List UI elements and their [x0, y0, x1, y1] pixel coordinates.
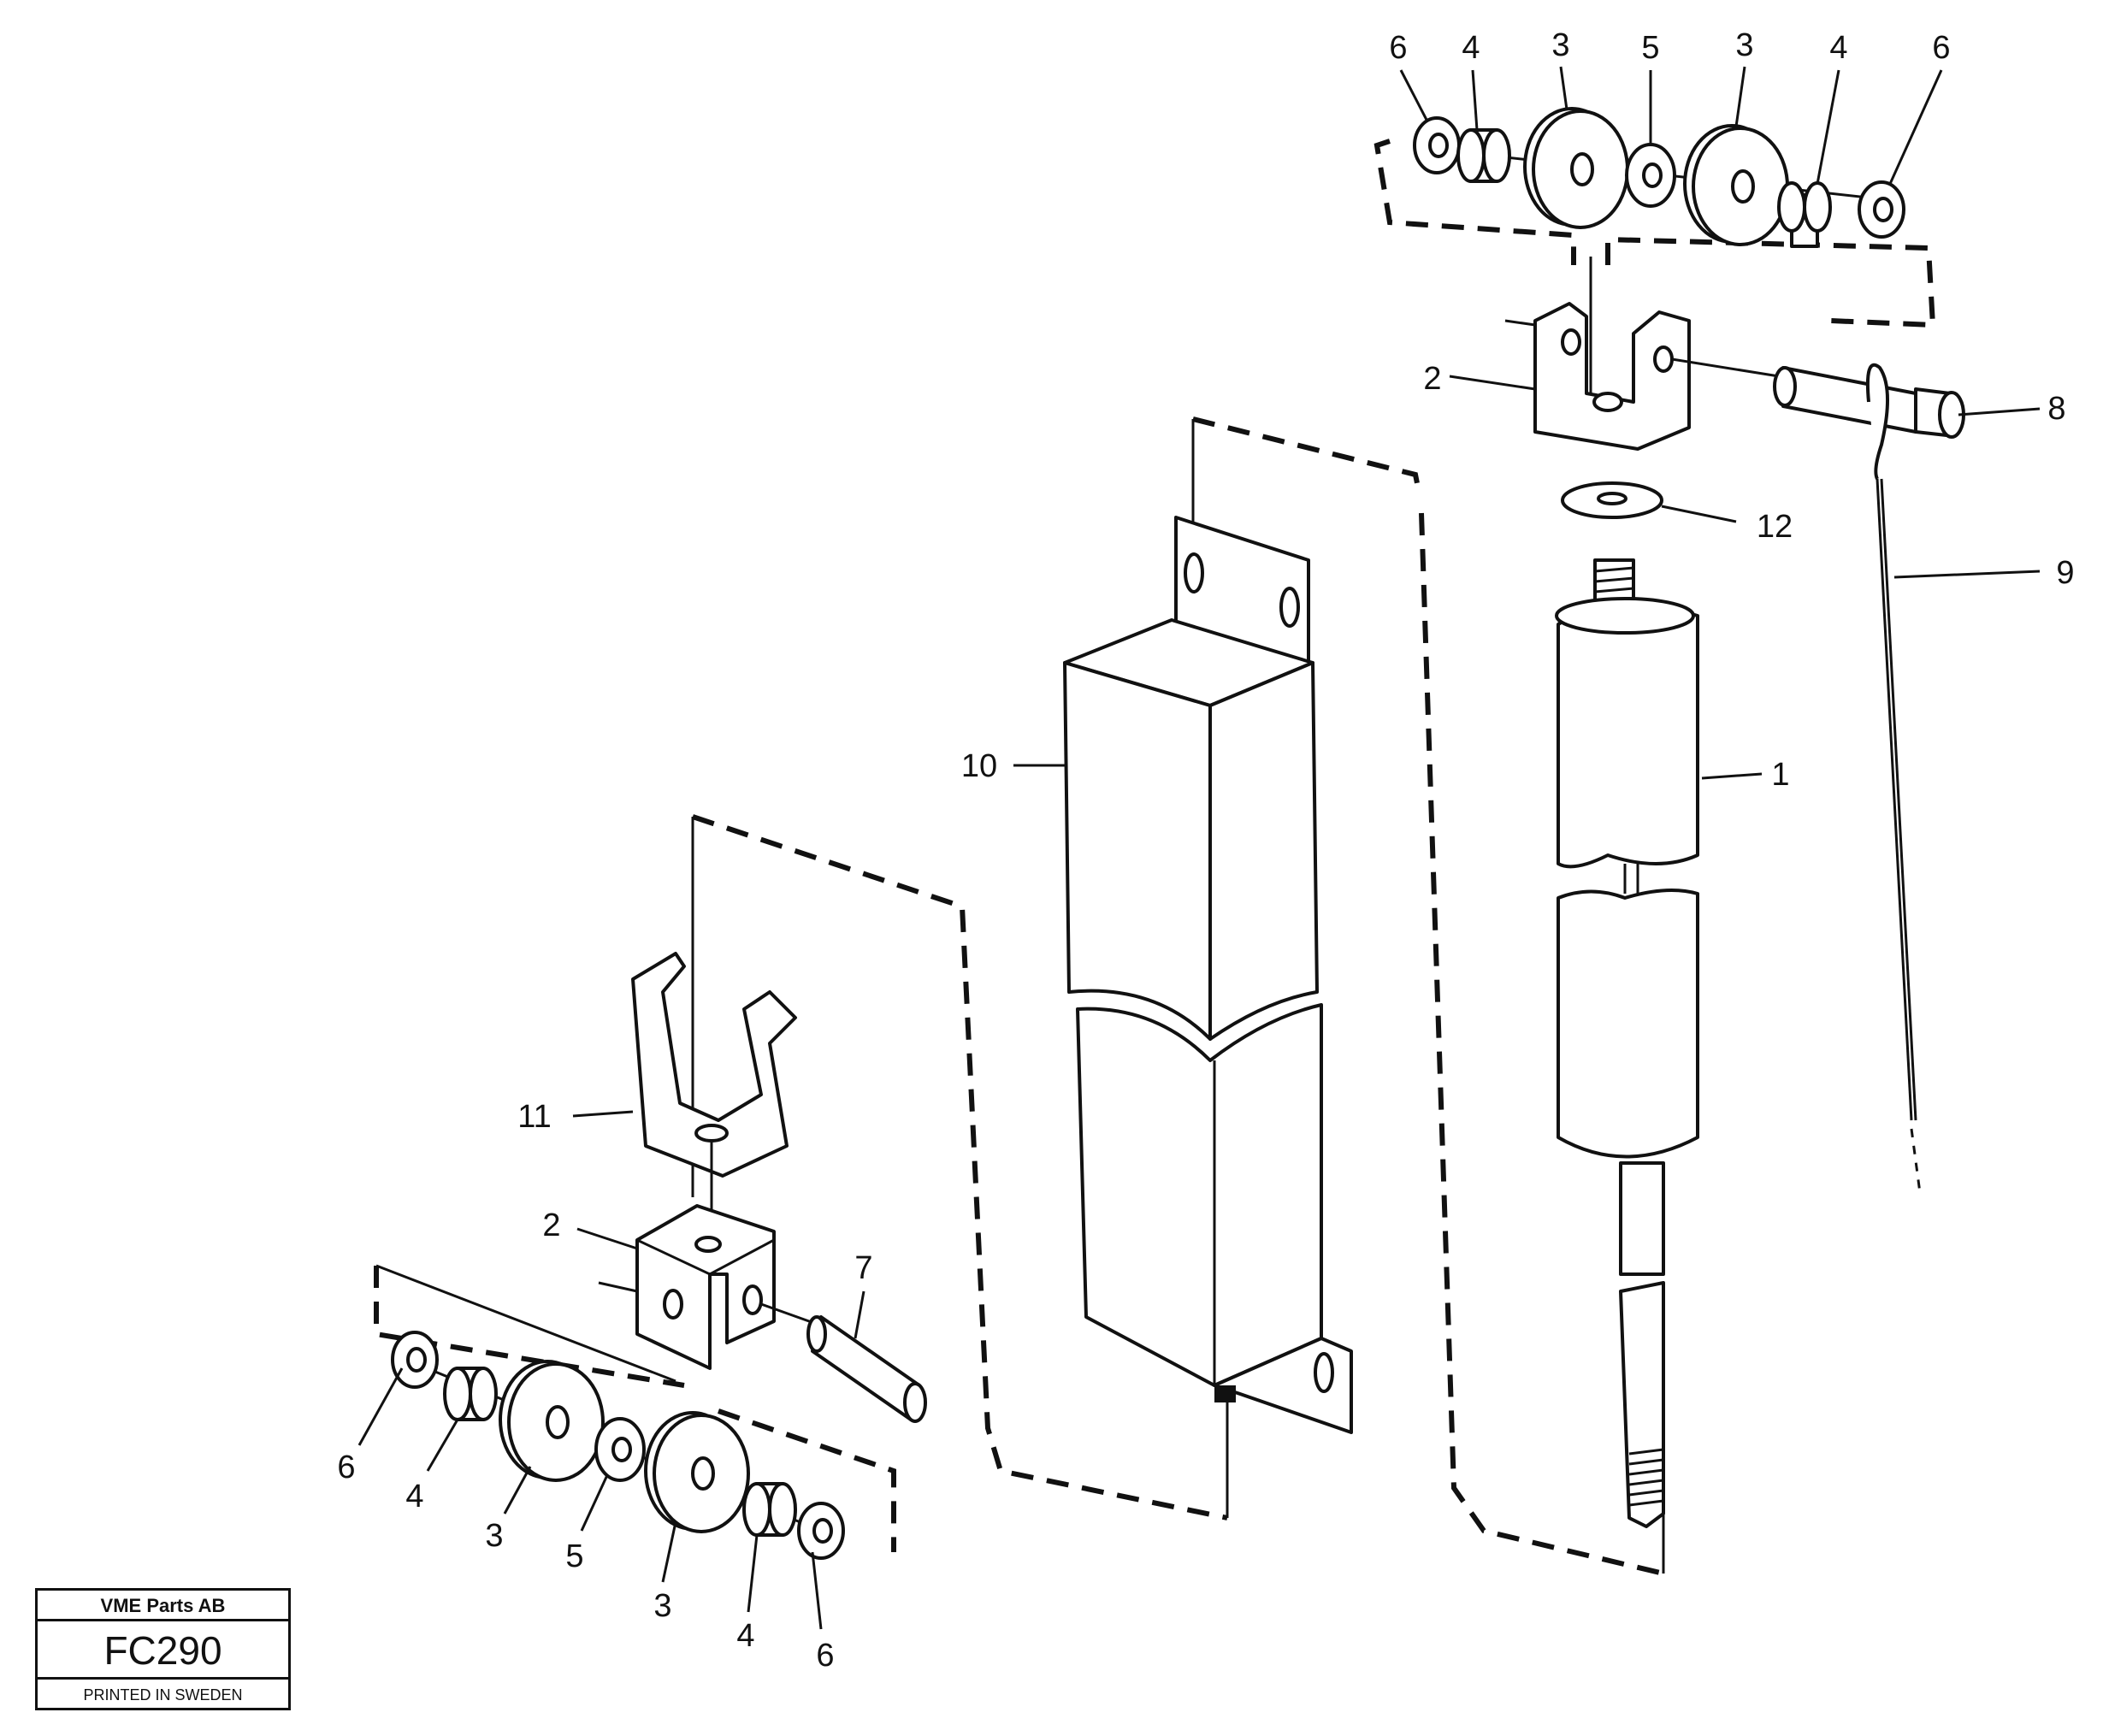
pulley-3-top-left	[1523, 107, 1629, 229]
callout-2-lower: 2	[542, 1208, 560, 1243]
title-block-code: FC290	[38, 1621, 288, 1680]
washer-6-lower-right	[797, 1502, 845, 1560]
washer-5-top	[1625, 143, 1676, 208]
callout-6-top-left: 6	[1389, 30, 1407, 66]
callout-5-lower: 5	[565, 1538, 583, 1574]
lower-pulley-stack	[391, 1331, 845, 1560]
callout-3-lower-left: 3	[485, 1518, 503, 1554]
callout-12: 12	[1757, 509, 1793, 545]
callout-4-top-left: 4	[1462, 30, 1480, 66]
callout-4-lower-left: 4	[405, 1479, 423, 1515]
callout-4-top-right: 4	[1829, 30, 1847, 66]
pin-8	[1671, 357, 1965, 439]
bushing-4-lower-right	[742, 1482, 797, 1537]
title-block: VME Parts AB FC290 PRINTED IN SWEDEN	[35, 1588, 291, 1710]
lower-bracket-2	[598, 1204, 776, 1370]
callout-7: 7	[854, 1250, 872, 1286]
callout-4-lower-right: 4	[736, 1618, 754, 1654]
pulley-3-top-right	[1683, 124, 1789, 246]
callout-6-lower-right: 6	[816, 1638, 834, 1674]
washer-5-lower	[594, 1417, 646, 1482]
callout-5-top: 5	[1641, 30, 1659, 66]
callout-6-top-right: 6	[1932, 30, 1950, 66]
pin-7	[760, 1302, 927, 1423]
wire-loop-9	[1865, 363, 1922, 1194]
top-bracket-2	[1504, 302, 1691, 451]
bushing-4-lower-left	[443, 1367, 498, 1421]
pulley-3-lower-left	[499, 1360, 605, 1482]
callout-11: 11	[517, 1099, 551, 1135]
bushing-4-top-left	[1456, 128, 1511, 183]
washer-6-top-right	[1858, 180, 1905, 239]
tube-10	[1063, 516, 1353, 1434]
leader-lines	[357, 66, 2041, 1630]
u-clip-11	[631, 952, 797, 1214]
callout-3-lower-right: 3	[653, 1588, 671, 1624]
top-pulley-stack	[1413, 107, 1905, 248]
callout-2-top: 2	[1423, 361, 1441, 397]
washer-12	[1561, 481, 1663, 519]
title-block-note: PRINTED IN SWEDEN	[83, 1686, 243, 1704]
cylinder-1	[1555, 558, 1699, 1528]
bushing-4-top-right	[1777, 181, 1832, 248]
pulley-3-lower-right	[644, 1411, 750, 1533]
title-block-company: VME Parts AB	[38, 1591, 288, 1621]
washer-6-lower-left	[391, 1331, 439, 1389]
callout-numbers: 6 4 3 5 3 4 6 2 8 12 9 1 10 11 2 7 6 4 3…	[337, 27, 2074, 1674]
assembly-outline-lower-pulleys	[374, 1264, 896, 1552]
washer-6-top-left	[1413, 116, 1461, 174]
callout-3-top-left: 3	[1551, 27, 1569, 63]
assembly-outline-top-pulleys	[1373, 139, 1936, 393]
callout-1: 1	[1771, 757, 1789, 793]
callout-9: 9	[2056, 555, 2074, 591]
callout-8: 8	[2047, 391, 2065, 427]
callout-6-lower-left: 6	[337, 1450, 355, 1485]
callout-10: 10	[961, 748, 997, 784]
callout-3-top-right: 3	[1735, 27, 1753, 63]
